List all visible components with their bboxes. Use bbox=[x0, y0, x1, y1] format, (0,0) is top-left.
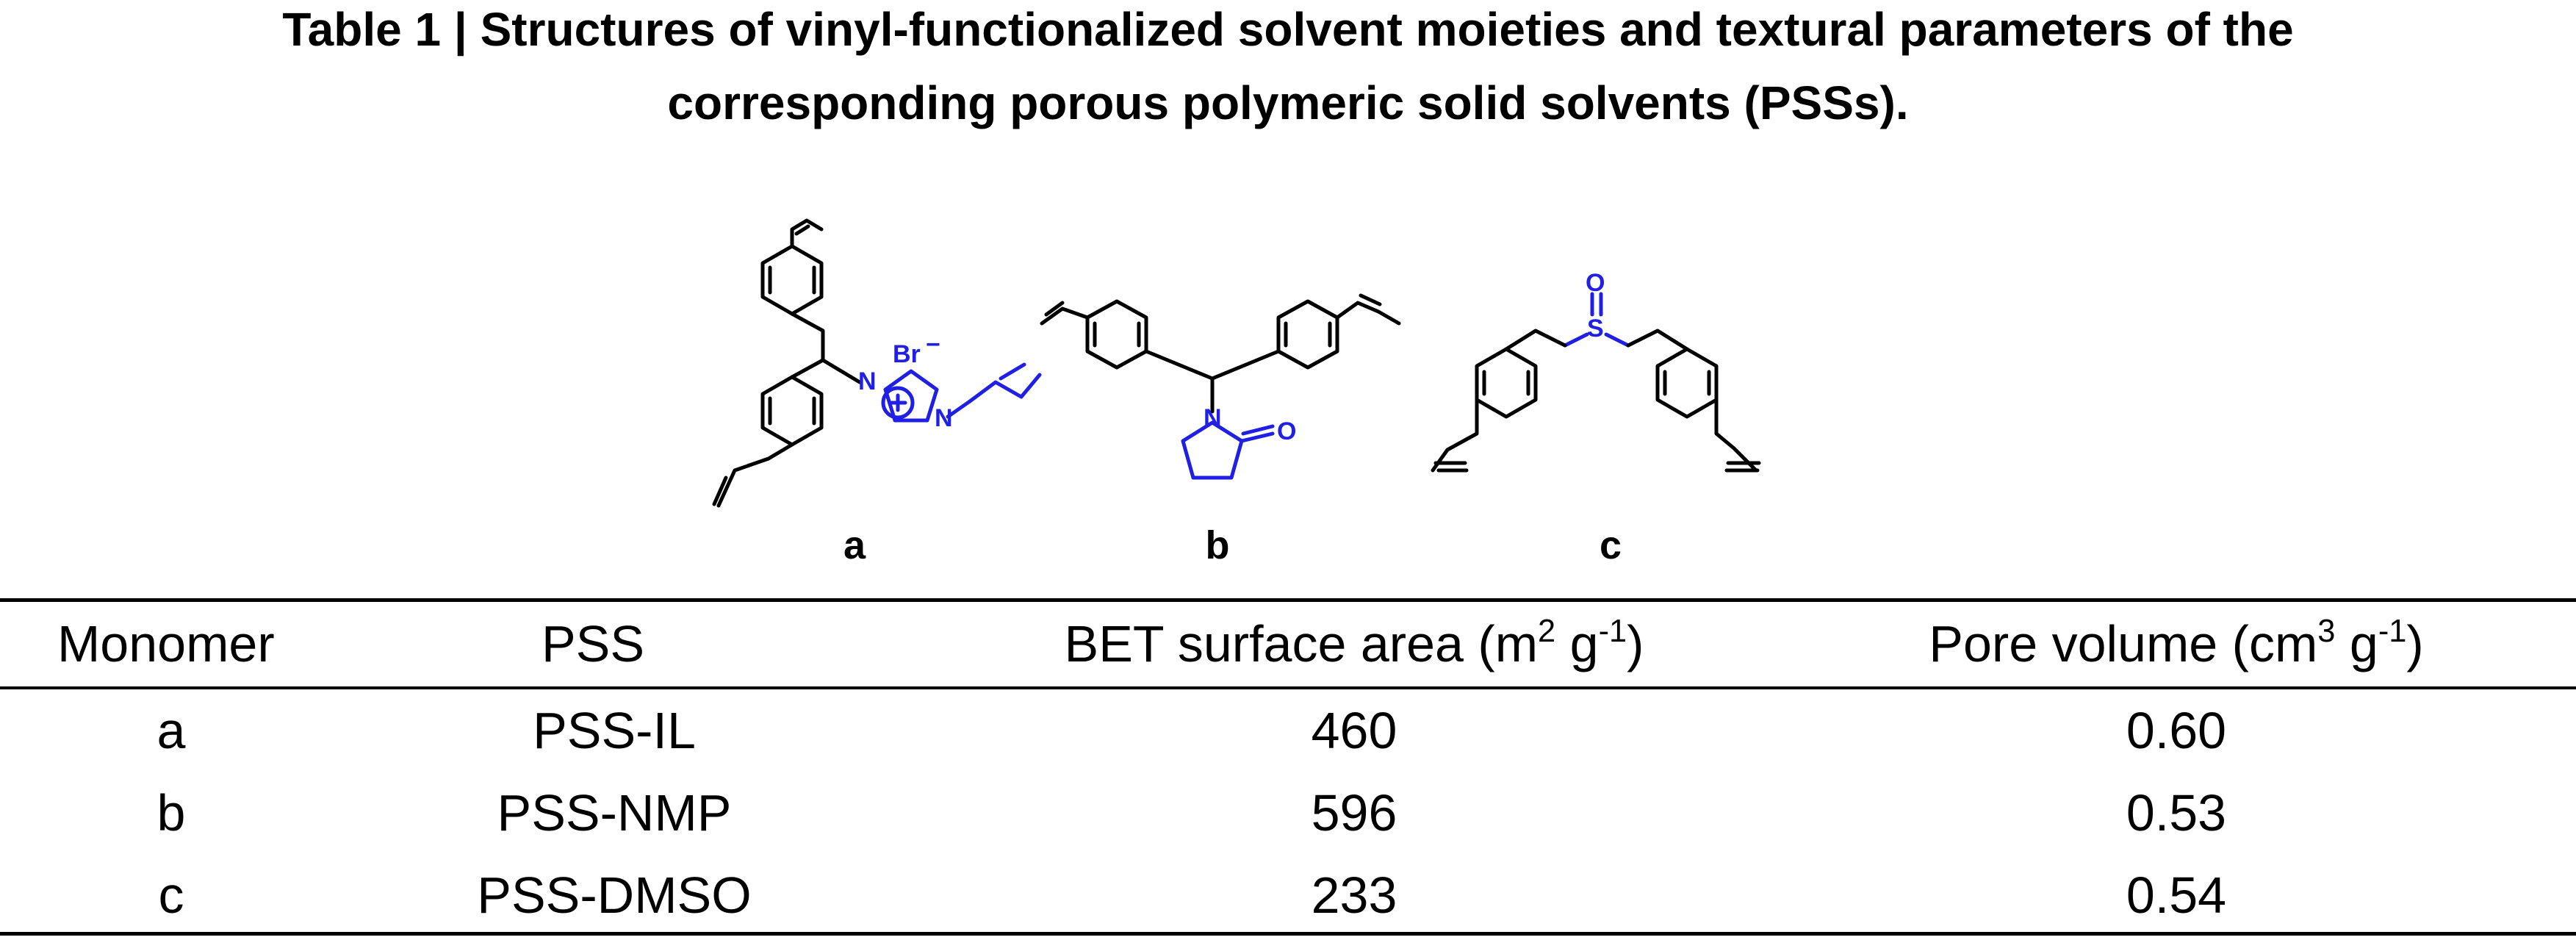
structure-a bbox=[712, 218, 862, 508]
atom-n-a2: N bbox=[935, 404, 953, 432]
table-header-rule bbox=[0, 686, 2576, 689]
structure-b bbox=[1040, 293, 1401, 414]
structure-c bbox=[1431, 292, 1761, 473]
imidazolium-ring bbox=[881, 362, 1042, 423]
table-title-line-1: Table 1 | Structures of vinyl-functional… bbox=[282, 3, 2294, 56]
table-bottom-rule bbox=[0, 932, 2576, 936]
atom-s-c: S bbox=[1587, 315, 1604, 342]
header-monomer: Monomer bbox=[57, 615, 275, 672]
structure-label-c: c bbox=[1600, 523, 1622, 567]
table-row-c-pss: PSS-DMSO bbox=[477, 867, 752, 924]
table-top-rule bbox=[0, 598, 2576, 602]
atom-n-a1: N bbox=[858, 367, 877, 395]
header-bet-surface-area: BET surface area (m2 g-1) bbox=[1064, 614, 1644, 672]
atom-o-b: O bbox=[1277, 417, 1296, 445]
header-pss: PSS bbox=[541, 615, 645, 672]
atom-o-c: O bbox=[1586, 269, 1605, 297]
table-row-b-bet: 596 bbox=[1311, 784, 1397, 842]
table-row-c-bet: 233 bbox=[1311, 867, 1397, 924]
table-row-a-monomer: a bbox=[156, 702, 186, 759]
atom-br-charge: − bbox=[926, 331, 940, 359]
table-title-line-2: corresponding porous polymeric solid sol… bbox=[667, 76, 1909, 129]
table-row-a-pore: 0.60 bbox=[2126, 702, 2227, 759]
header-pore-volume: Pore volume (cm3 g-1) bbox=[1929, 614, 2424, 672]
atom-br: Br bbox=[893, 340, 921, 368]
table-row-b-monomer: b bbox=[156, 784, 186, 842]
table-row-a-pss: PSS-IL bbox=[533, 702, 696, 759]
table-row-b-pss: PSS-NMP bbox=[497, 784, 732, 842]
monomer-structures-scheme: N N Br − N O O S a b c bbox=[712, 218, 1761, 567]
structure-label-b: b bbox=[1206, 523, 1230, 567]
pyrrolidone-ring bbox=[1181, 420, 1275, 480]
structure-label-a: a bbox=[843, 523, 866, 567]
atom-n-b: N bbox=[1204, 404, 1222, 432]
table-row-a-bet: 460 bbox=[1311, 702, 1397, 759]
table-row-c-monomer: c bbox=[158, 867, 184, 924]
table-row-b-pore: 0.53 bbox=[2126, 784, 2227, 842]
table-row-c-pore: 0.54 bbox=[2126, 867, 2227, 924]
